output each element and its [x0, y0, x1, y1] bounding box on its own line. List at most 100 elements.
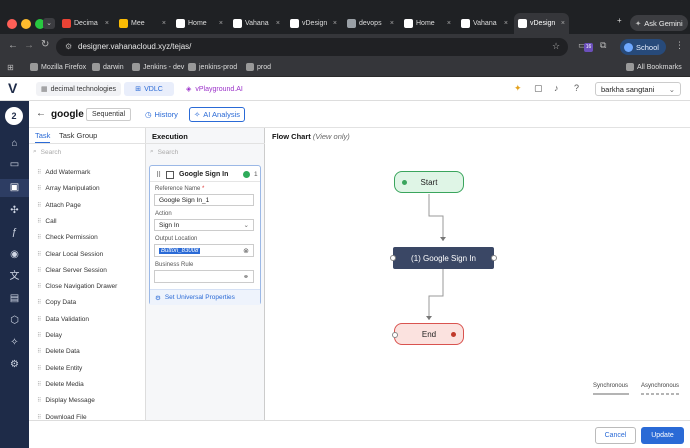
- all-bookmarks[interactable]: All Bookmarks: [626, 63, 682, 71]
- vplayground-tab[interactable]: ◈vPlayground.AI: [186, 85, 243, 94]
- set-universal-properties-button[interactable]: ⚙Set Universal Properties: [150, 289, 260, 305]
- nav-home-icon[interactable]: ⌂: [11, 138, 18, 149]
- forward-icon[interactable]: →: [24, 40, 34, 51]
- drag-handle-icon[interactable]: ⠿: [37, 365, 42, 372]
- browser-tab[interactable]: Home×: [400, 13, 455, 34]
- back-arrow-icon[interactable]: ←: [36, 108, 46, 119]
- task-list-item[interactable]: ⠿Delete Data: [37, 348, 80, 355]
- reload-icon[interactable]: ↻: [41, 39, 50, 50]
- nav-workflow-icon[interactable]: ✣: [10, 205, 19, 216]
- browser-tab[interactable]: Vahana×: [229, 13, 284, 34]
- vdlc-tab[interactable]: ⊞VDLC: [124, 82, 174, 96]
- close-tab-icon[interactable]: ×: [275, 20, 280, 27]
- cast-icon[interactable]: ▭: [578, 40, 587, 50]
- drag-handle-icon[interactable]: ⠿: [37, 218, 42, 225]
- drag-handle-icon[interactable]: ⠿: [37, 267, 42, 274]
- link-icon[interactable]: ⚭: [243, 273, 249, 281]
- drag-handle-icon[interactable]: ⠿: [37, 333, 42, 339]
- close-tab-icon[interactable]: ×: [560, 20, 565, 27]
- new-tab-icon[interactable]: +: [617, 16, 622, 25]
- close-tab-icon[interactable]: ×: [503, 20, 508, 27]
- task-search-input[interactable]: ⌕Search: [33, 148, 62, 156]
- browser-tab[interactable]: vDesign×: [514, 13, 569, 34]
- drag-handle-icon[interactable]: ⠿: [37, 170, 42, 176]
- clear-icon[interactable]: ⊗: [243, 247, 249, 255]
- task-list-item[interactable]: ⠿Delay: [37, 332, 62, 339]
- chat-icon[interactable]: ▢: [534, 83, 543, 93]
- drag-handle-icon[interactable]: ⠿: [37, 316, 42, 323]
- task-list-item[interactable]: ⠿Data Validation: [37, 316, 89, 323]
- end-node[interactable]: End: [392, 323, 464, 345]
- help-icon[interactable]: ?: [574, 83, 580, 93]
- bookmark-item[interactable]: darwin: [92, 63, 124, 71]
- task-list-item[interactable]: ⠿Check Permission: [37, 234, 98, 241]
- nav-language-icon[interactable]: 文: [9, 271, 20, 282]
- close-tab-icon[interactable]: ×: [389, 20, 394, 27]
- drag-handle-icon[interactable]: ⠿: [37, 284, 42, 291]
- profile-button[interactable]: School: [620, 39, 666, 55]
- browser-tab[interactable]: Decima×: [58, 13, 113, 34]
- browser-tab[interactable]: Vahana×: [457, 13, 512, 34]
- drag-handle-icon[interactable]: ⠿: [37, 349, 42, 356]
- business-rule-field[interactable]: ⚭: [154, 270, 254, 283]
- execution-search-input[interactable]: ⌕Search: [150, 148, 179, 156]
- task-list-item[interactable]: ⠿Call: [37, 218, 57, 225]
- task-list-item[interactable]: ⠿Delete Entity: [37, 365, 82, 372]
- browser-tab[interactable]: Mee×: [115, 13, 170, 34]
- extensions-icon[interactable]: ⧉: [600, 40, 607, 50]
- task-list-item[interactable]: ⠿Display Message: [37, 397, 95, 404]
- action-select[interactable]: Sign In⌄: [154, 219, 254, 231]
- ask-gemini-button[interactable]: ✦Ask Gemini: [630, 15, 688, 31]
- drag-handle-icon[interactable]: ⠿: [37, 414, 42, 421]
- task-list-item[interactable]: ⠿Attach Page: [37, 202, 81, 209]
- task-list-item[interactable]: ⠿Delete Media: [37, 381, 84, 388]
- drag-handle-icon[interactable]: ⠿: [37, 202, 42, 209]
- org-selector[interactable]: ▦decimal technologies: [36, 82, 121, 96]
- output-location-field[interactable]: Button_83008 ⊗: [154, 244, 254, 257]
- close-tab-icon[interactable]: ×: [161, 20, 166, 27]
- close-tab-icon[interactable]: ×: [446, 20, 451, 27]
- close-tab-icon[interactable]: ×: [104, 20, 109, 27]
- extension-badge-icon[interactable]: 16: [584, 43, 593, 52]
- ai-sparkle-icon[interactable]: ✦: [514, 83, 522, 93]
- address-bar[interactable]: ⚙ designer.vahanacloud.xyz/tejas/ ☆: [56, 38, 568, 56]
- task-card[interactable]: ⠿ Google Sign In 1 Reference Name * Goog…: [149, 165, 261, 305]
- bookmark-item[interactable]: Mozilla Firefox: [30, 63, 86, 71]
- site-info-icon[interactable]: ⚙: [65, 42, 73, 51]
- drag-handle-icon[interactable]: ⠿: [37, 398, 42, 405]
- drag-handle-icon[interactable]: ⠿: [37, 186, 42, 193]
- tab-search-icon[interactable]: ⌄: [43, 18, 55, 29]
- apps-grid-icon[interactable]: ⊞: [7, 63, 14, 72]
- update-button[interactable]: Update: [641, 427, 684, 444]
- nav-theme-icon[interactable]: ◉: [10, 249, 19, 260]
- bookmark-item[interactable]: Jenkins - dev: [132, 63, 184, 71]
- google-sign-in-node[interactable]: (1) Google Sign In: [390, 247, 497, 269]
- nav-task-icon[interactable]: ▣: [9, 182, 20, 193]
- drag-handle-icon[interactable]: ⠿: [37, 235, 42, 242]
- vahana-logo-icon[interactable]: V: [8, 80, 18, 96]
- user-menu[interactable]: barkha sangtani⌄: [595, 82, 681, 96]
- start-node[interactable]: Start: [394, 171, 464, 193]
- bookmark-item[interactable]: jenkins-prod: [188, 63, 237, 71]
- nav-plugin-icon[interactable]: ⬡: [10, 315, 19, 326]
- task-list-item[interactable]: ⠿Add Watermark: [37, 169, 90, 176]
- task-list-item[interactable]: ⠿Close Navigation Drawer: [37, 283, 117, 290]
- output-variable-chip[interactable]: Button_83008: [159, 247, 201, 254]
- nav-function-icon[interactable]: ƒ: [11, 227, 18, 238]
- tab-task-group[interactable]: Task Group: [59, 131, 98, 140]
- task-list-item[interactable]: ⠿Array Manipulation: [37, 185, 100, 192]
- task-list-item[interactable]: ⠿Clear Server Session: [37, 267, 107, 274]
- task-list-item[interactable]: ⠿Download File: [37, 414, 87, 421]
- cancel-button[interactable]: Cancel: [595, 427, 636, 444]
- nav-settings-icon[interactable]: ⚙: [10, 359, 19, 370]
- task-list-item[interactable]: ⠿Clear Local Session: [37, 251, 103, 258]
- task-list-item[interactable]: ⠿Copy Data: [37, 299, 76, 306]
- url-text[interactable]: designer.vahanacloud.xyz/tejas/: [78, 42, 192, 51]
- browser-menu-icon[interactable]: ⋮: [675, 40, 684, 50]
- browser-tab[interactable]: vDesign×: [286, 13, 341, 34]
- nav-screen-icon[interactable]: ▭: [9, 159, 20, 170]
- nav-integration-icon[interactable]: ✧: [10, 337, 19, 348]
- close-tab-icon[interactable]: ×: [218, 20, 223, 27]
- nav-media-icon[interactable]: ▤: [9, 293, 20, 304]
- minimize-window-button[interactable]: [21, 19, 31, 29]
